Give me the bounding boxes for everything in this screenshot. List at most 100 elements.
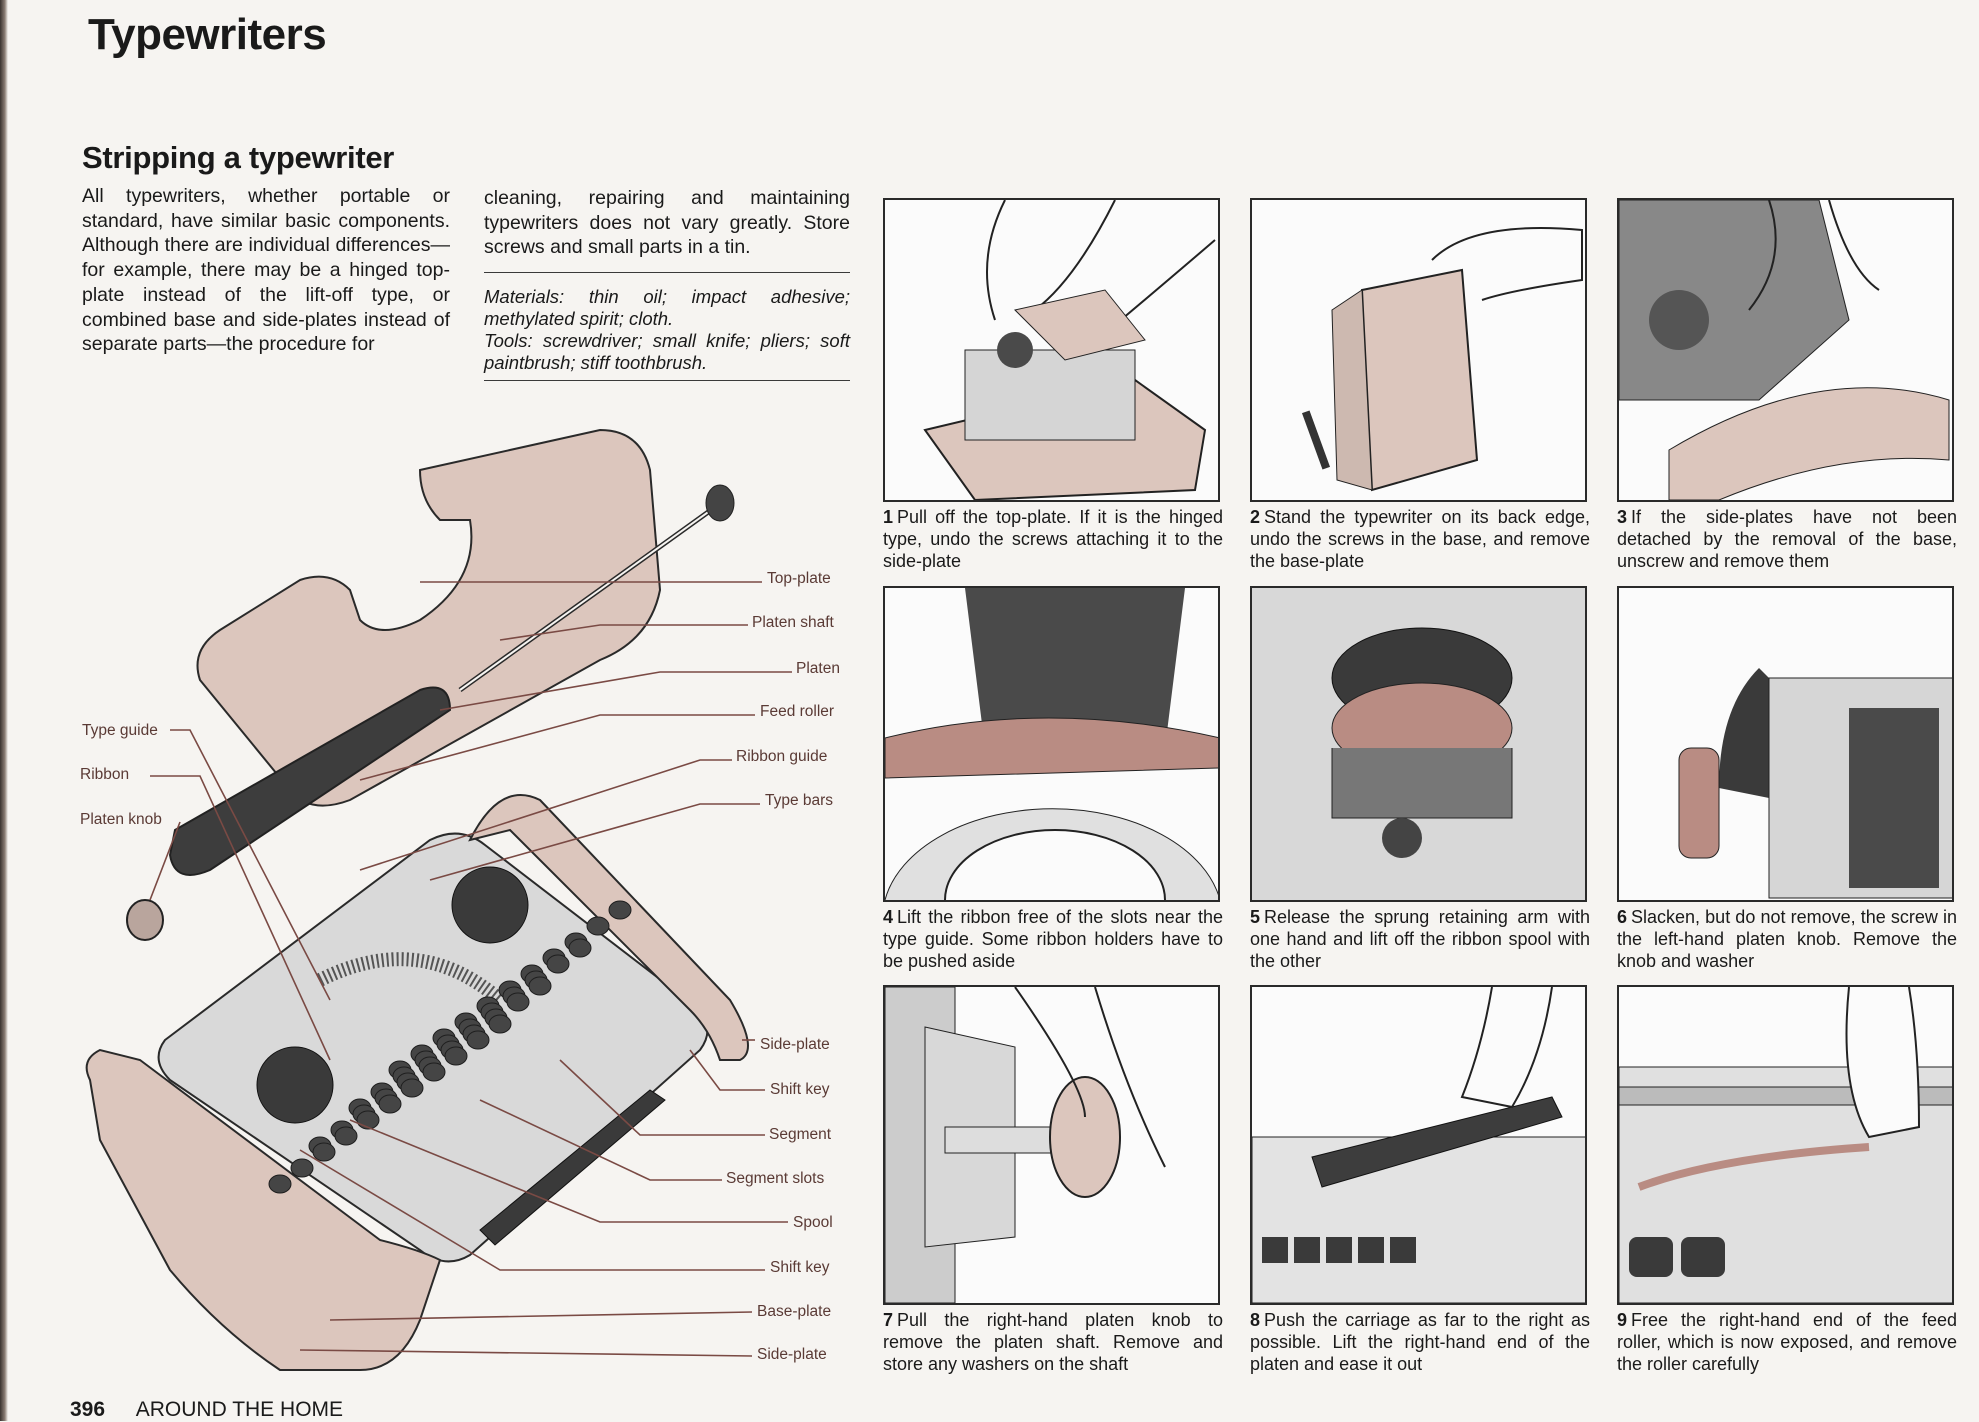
step-number: 5 bbox=[1250, 907, 1261, 927]
step-text: Stand the typewriter on its back edge, u… bbox=[1250, 507, 1590, 571]
space-bar-illustration bbox=[479, 1089, 666, 1246]
step-1-illustration bbox=[883, 198, 1220, 502]
key-illustration bbox=[444, 1046, 468, 1066]
step-text: Push the carriage as far to the right as… bbox=[1250, 1310, 1590, 1374]
key-illustration bbox=[422, 1062, 446, 1082]
base-plate-illustration bbox=[85, 1048, 442, 1371]
leader-line bbox=[479, 1099, 722, 1181]
step-text: If the side-plates have not been detache… bbox=[1617, 507, 1957, 571]
step-text: Pull off the top-plate. If it is the hin… bbox=[883, 507, 1223, 571]
step-illustration-art bbox=[1619, 200, 1952, 500]
step-9-illustration bbox=[1617, 985, 1954, 1305]
leader-line bbox=[559, 1059, 765, 1136]
step-number: 4 bbox=[883, 907, 894, 927]
label-side-plate: Side-plate bbox=[760, 1036, 830, 1053]
step-illustration-art bbox=[923, 200, 1216, 500]
step-illustration-art bbox=[1252, 588, 1585, 900]
label-spool: Spool bbox=[793, 1214, 833, 1231]
label-platen: Platen bbox=[796, 660, 840, 677]
step-5-illustration bbox=[1250, 586, 1587, 902]
label-platen-shaft: Platen shaft bbox=[752, 614, 834, 631]
divider-rule bbox=[484, 380, 850, 381]
type-bars-illustration bbox=[316, 952, 505, 1006]
label-ribbon-guide: Ribbon guide bbox=[736, 748, 828, 765]
top-plate-illustration bbox=[196, 428, 662, 807]
step-number: 2 bbox=[1250, 507, 1261, 527]
label-type-guide: Type guide bbox=[82, 722, 158, 739]
label-feed-roller: Feed roller bbox=[760, 703, 835, 720]
step-text: Release the sprung retaining arm with on… bbox=[1250, 907, 1590, 971]
page-footer: 396 AROUND THE HOME bbox=[70, 1398, 343, 1422]
leader-line bbox=[150, 775, 331, 1061]
step-text: Pull the right-hand platen knob to remov… bbox=[883, 1310, 1223, 1374]
label-platen-knob: Platen knob bbox=[80, 811, 162, 828]
leader-line bbox=[299, 1149, 765, 1271]
key-illustration bbox=[356, 1110, 380, 1130]
exploded-typewriter-diagram bbox=[85, 428, 792, 1371]
leader-line bbox=[299, 1349, 753, 1357]
step-2-illustration bbox=[1250, 198, 1587, 502]
leader-line bbox=[359, 759, 732, 871]
page-number: 396 bbox=[70, 1398, 106, 1421]
leader-line bbox=[329, 1311, 753, 1321]
key-illustration bbox=[488, 1014, 512, 1034]
materials-list: Materials: thin oil; impact adhesive; me… bbox=[484, 286, 850, 329]
leader-line bbox=[349, 1119, 788, 1223]
key-illustration bbox=[568, 938, 592, 958]
label-type-bars: Type bars bbox=[765, 792, 834, 809]
label-side-plate: Side-plate bbox=[757, 1346, 827, 1363]
body-text-column-1: All typewriters, whether portable or sta… bbox=[82, 185, 450, 356]
label-ribbon: Ribbon bbox=[80, 766, 130, 783]
step-4-illustration bbox=[883, 586, 1220, 902]
key-illustration bbox=[290, 1158, 314, 1178]
ribbon-spool-illustration bbox=[451, 866, 529, 944]
platen-knob-illustration bbox=[126, 899, 164, 941]
key-illustration bbox=[400, 1078, 424, 1098]
step-8-illustration bbox=[1250, 985, 1587, 1305]
section-name: AROUND THE HOME bbox=[135, 1398, 344, 1421]
step-illustration-art bbox=[885, 588, 1218, 900]
step-6-illustration bbox=[1617, 586, 1954, 902]
leader-line bbox=[429, 803, 760, 881]
step-illustration-art bbox=[1301, 227, 1583, 492]
label-top-plate: Top-plate bbox=[767, 570, 831, 587]
key-illustration bbox=[546, 954, 570, 974]
step-illustration-art bbox=[1252, 987, 1585, 1303]
leader-line bbox=[439, 671, 792, 711]
page-title: Typewriters bbox=[88, 10, 327, 59]
step-illustration-art bbox=[1619, 987, 1952, 1303]
step-number: 8 bbox=[1250, 1310, 1261, 1330]
label-base-plate: Base-plate bbox=[757, 1303, 832, 1320]
label-segment-slots: Segment slots bbox=[726, 1170, 825, 1187]
leader-line bbox=[170, 729, 331, 1001]
book-spine-edge bbox=[0, 0, 8, 1421]
key-illustration bbox=[268, 1174, 292, 1194]
leader-line bbox=[359, 714, 755, 781]
step-number: 9 bbox=[1617, 1310, 1628, 1330]
label-shift-key: Shift key bbox=[770, 1259, 830, 1276]
step-illustration-art bbox=[885, 987, 1166, 1303]
step-number: 6 bbox=[1617, 907, 1628, 927]
step-text: Lift the ribbon free of the slots near t… bbox=[883, 907, 1223, 971]
platen-shaft-knob-illustration bbox=[705, 484, 735, 522]
step-3-illustration bbox=[1617, 198, 1954, 502]
step-number: 7 bbox=[883, 1310, 894, 1330]
ribbon-spool-illustration bbox=[256, 1046, 334, 1124]
materials-tools-box: Materials: thin oil; impact adhesive; me… bbox=[484, 286, 850, 374]
leader-line bbox=[689, 1049, 765, 1091]
step-number: 1 bbox=[883, 507, 894, 527]
key-illustration bbox=[586, 916, 610, 936]
tools-list: Tools: screwdriver; small knife; pliers;… bbox=[484, 330, 850, 373]
key-illustration bbox=[334, 1126, 358, 1146]
key-illustration bbox=[506, 992, 530, 1012]
step-illustration-art bbox=[1678, 668, 1952, 899]
step-text: Free the right-hand end of the feed roll… bbox=[1617, 1310, 1957, 1374]
